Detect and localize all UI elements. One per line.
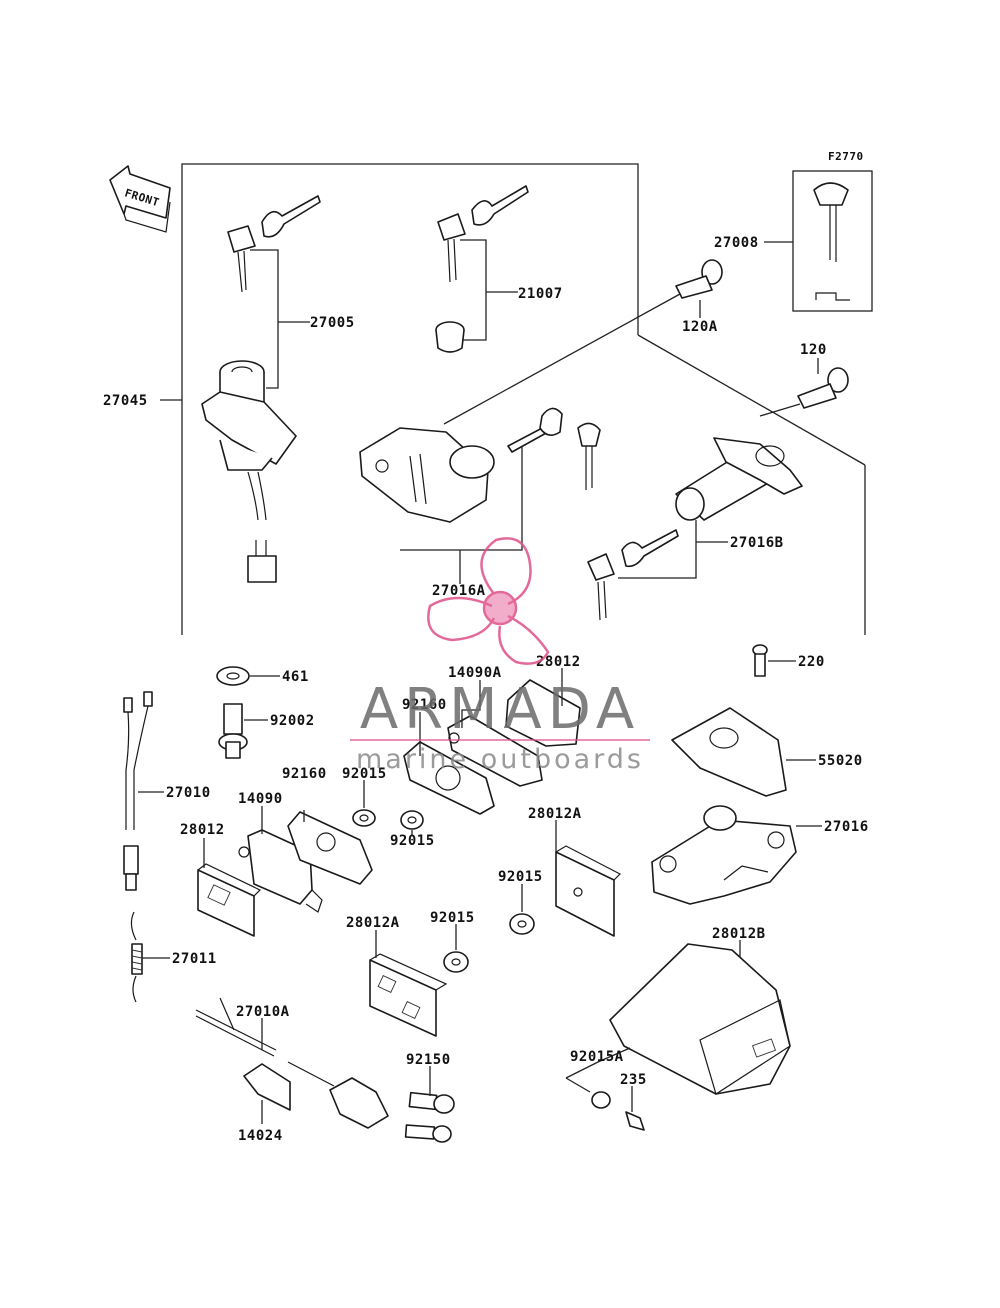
part-label-92015-b: 92015 xyxy=(390,833,435,849)
lock-base-icon xyxy=(651,805,797,905)
screw-icon xyxy=(591,1091,611,1109)
front-arrow-icon: FRONT xyxy=(109,165,171,233)
nut-icon xyxy=(509,913,535,935)
part-label-28012-left: 28012 xyxy=(180,822,225,838)
part-label-27010A: 27010A xyxy=(236,1004,290,1020)
bolt-icon xyxy=(218,703,248,759)
key-set-icon xyxy=(435,185,529,353)
part-label-14090A: 14090A xyxy=(448,665,502,681)
part-label-92015-d: 92015 xyxy=(430,910,475,926)
part-label-235: 235 xyxy=(620,1072,647,1088)
spring-icon xyxy=(130,911,143,1003)
key-set-icon xyxy=(227,195,321,293)
ignition-switch-icon xyxy=(201,360,297,583)
bracket-icon xyxy=(447,715,543,787)
part-label-21007: 21007 xyxy=(518,286,563,302)
lock-housing-icon xyxy=(359,427,495,523)
key-set-icon xyxy=(587,529,679,621)
part-labels: 27045 27005 21007 27008 120A 120 27016B … xyxy=(103,235,869,1144)
part-label-220: 220 xyxy=(798,654,825,670)
reflector-icon xyxy=(197,863,262,937)
reflector-cover-icon xyxy=(609,943,791,1095)
part-label-27045: 27045 xyxy=(103,393,148,409)
brake-switch-icon xyxy=(195,997,455,1143)
nut-icon xyxy=(443,951,469,973)
switch-wire-icon xyxy=(123,691,153,891)
part-label-27008: 27008 xyxy=(714,235,759,251)
watermark-title: ARMADA xyxy=(360,677,640,742)
part-label-27016A: 27016A xyxy=(432,583,486,599)
lock-cylinder-icon xyxy=(675,437,803,521)
part-label-120: 120 xyxy=(800,342,827,358)
mounting-plate-icon xyxy=(287,811,373,885)
figure-code: F2770 xyxy=(828,150,864,163)
bracket-plate-icon xyxy=(671,707,787,797)
watermark-subtitle: marine outboards xyxy=(356,744,644,775)
propeller-logo-icon xyxy=(427,537,550,665)
part-label-28012A-right: 28012A xyxy=(528,806,582,822)
watermark: ARMADA marine outboards xyxy=(350,537,650,775)
key-inset-box xyxy=(792,170,873,312)
washer-icon xyxy=(216,666,250,686)
assembly-frame xyxy=(181,163,866,635)
reflector-icon xyxy=(505,679,581,747)
part-label-27016: 27016 xyxy=(824,819,869,835)
part-label-92015-a: 92015 xyxy=(342,766,387,782)
part-label-92160-left: 92160 xyxy=(282,766,327,782)
part-label-92150: 92150 xyxy=(406,1052,451,1068)
bolt-icon xyxy=(675,259,723,299)
reflector-icon xyxy=(555,845,622,937)
screw-icon xyxy=(625,1111,645,1131)
part-label-120A: 120A xyxy=(682,319,718,335)
part-label-27011: 27011 xyxy=(172,951,217,967)
part-label-92002: 92002 xyxy=(270,713,315,729)
part-label-27016B: 27016B xyxy=(730,535,784,551)
part-label-14024: 14024 xyxy=(238,1128,283,1144)
part-label-92160-center: 92160 xyxy=(402,697,447,713)
part-label-27010: 27010 xyxy=(166,785,211,801)
part-label-27005: 27005 xyxy=(310,315,355,331)
leader-lines xyxy=(138,239,822,1124)
reflector-icon xyxy=(369,953,448,1037)
part-label-92015-c: 92015 xyxy=(498,869,543,885)
bolt-icon xyxy=(797,367,849,409)
nut-icon xyxy=(352,809,376,827)
part-label-55020: 55020 xyxy=(818,753,863,769)
part-label-92015A: 92015A xyxy=(570,1049,624,1065)
part-label-14090: 14090 xyxy=(238,791,283,807)
part-label-461: 461 xyxy=(282,669,309,685)
nut-icon xyxy=(400,810,424,830)
part-label-28012A-lower: 28012A xyxy=(346,915,400,931)
part-label-28012-top: 28012 xyxy=(536,654,581,670)
screw-icon xyxy=(752,644,768,677)
part-label-28012B: 28012B xyxy=(712,926,766,942)
key-set-icon xyxy=(507,407,601,490)
